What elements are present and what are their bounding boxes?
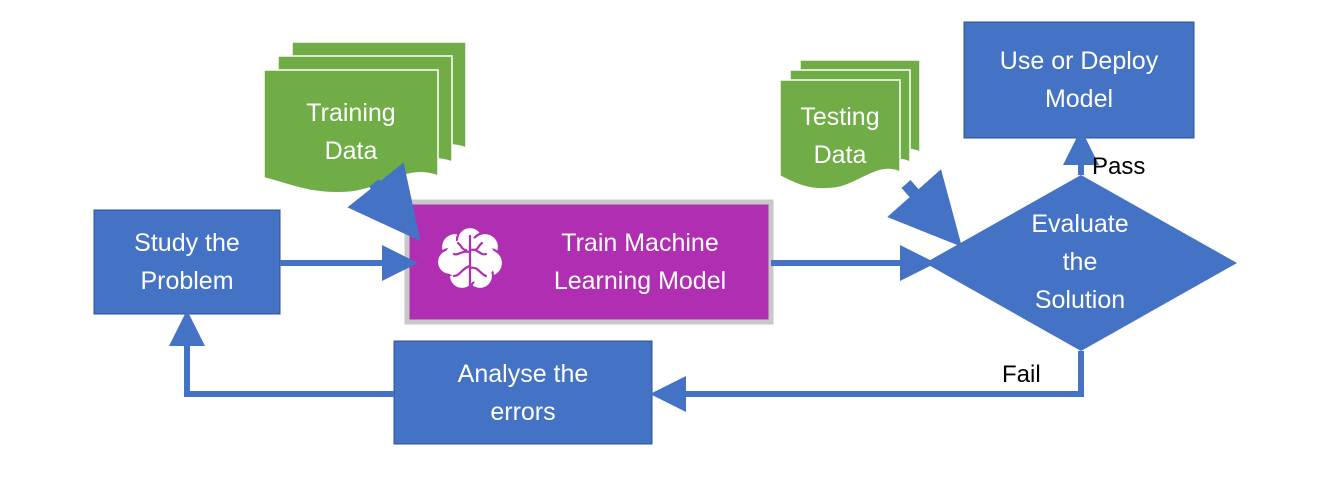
- arrow-training-data-to-train: [347, 162, 421, 242]
- evaluate-diamond: [925, 175, 1237, 351]
- study-problem-box: [93, 209, 281, 315]
- arrow-testing-data-to-evaluate: [887, 169, 962, 247]
- testing-data-shape: [779, 59, 921, 190]
- study-problem-label: Study the Problem: [134, 229, 240, 295]
- testing-data-label: Testing Data: [800, 103, 880, 169]
- brain-icon: [435, 225, 505, 291]
- arrow-evaluate-to-analyse: [650, 351, 1084, 412]
- fail-label: Fail: [1002, 361, 1041, 388]
- training-data-shape: [263, 41, 467, 194]
- pass-label: Pass: [1092, 153, 1146, 180]
- evaluate-label: Evaluate the Solution: [1031, 210, 1129, 314]
- train-model-label: Train Machine Learning Model: [553, 229, 727, 295]
- arrow-analyse-to-study: [169, 310, 394, 397]
- deploy-model-label: Use or Deploy Model: [999, 47, 1159, 113]
- training-data-label: Training Data: [306, 99, 396, 165]
- analyse-errors-box: [393, 340, 653, 445]
- analyse-errors-label: Analyse the errors: [457, 359, 589, 426]
